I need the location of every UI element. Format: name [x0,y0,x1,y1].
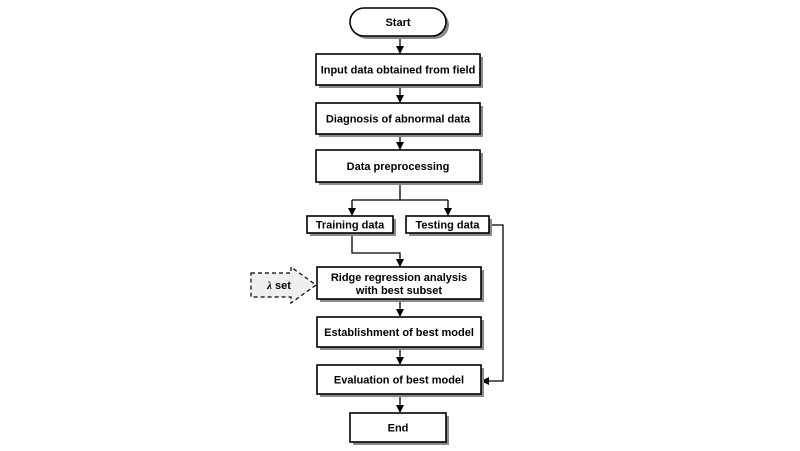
node-diagnosis-label: Diagnosis of abnormal data [326,114,471,126]
edge-training-to-ridge [351,233,404,267]
node-preprocessing-label: Data preprocessing [347,161,450,173]
node-input-data-label: Input data obtained from field [321,65,476,77]
node-evaluation: Evaluation of best model [316,364,484,397]
node-establishment-label: Establishment of best model [324,327,474,339]
node-start-label: Start [385,17,410,29]
node-start: Start [349,7,449,39]
node-testing-data-label: Testing data [416,220,481,232]
node-end: End [349,412,449,445]
node-preprocessing: Data preprocessing [315,149,483,185]
node-ridge-regression-line1: Ridge regression analysis [331,272,467,284]
edge-testing-to-evaluation [481,224,504,385]
node-testing-data: Testing data [405,215,492,236]
lambda-symbol: λ [266,280,272,292]
node-ridge-regression: Ridge regression analysis with best subs… [316,266,484,302]
node-training-data-label: Training data [316,220,385,232]
node-training-data: Training data [306,215,396,236]
node-end-label: End [388,423,409,435]
node-diagnosis: Diagnosis of abnormal data [315,102,483,137]
node-ridge-regression-line2: with best subset [355,285,443,297]
node-establishment: Establishment of best model [316,316,484,350]
node-input-data: Input data obtained from field [315,53,483,88]
node-evaluation-label: Evaluation of best model [334,375,464,387]
lambda-set-text: set [275,280,291,292]
